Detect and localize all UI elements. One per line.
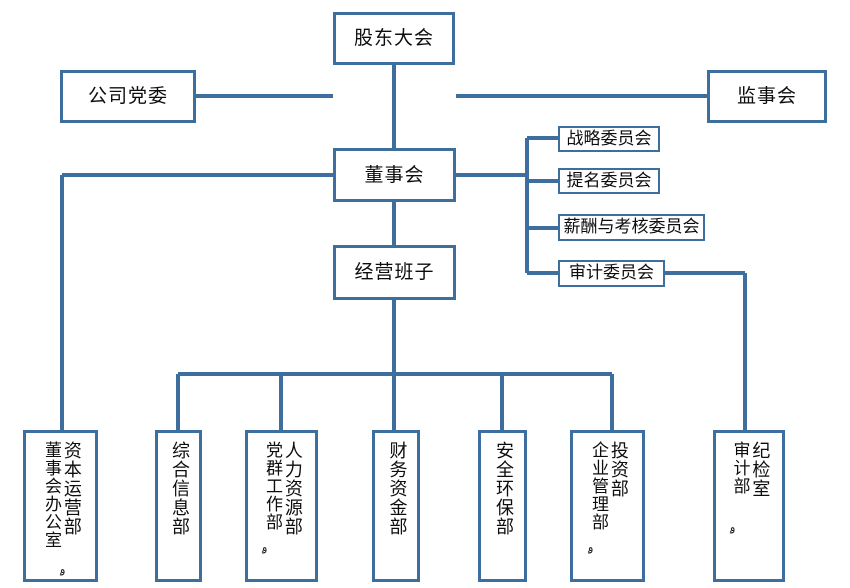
dept-primary-human-resources: 人力资源部 xyxy=(281,441,303,536)
dept-primary-capital-operation: 资本运营部 xyxy=(60,441,82,536)
node-dept-comprehensive-info[interactable]: 综合信息部 xyxy=(155,430,202,582)
dept-primary-discipline-audit: 纪检室 xyxy=(749,441,771,498)
node-dept-investment[interactable]: 投资部 企业管理部 ࢫ xyxy=(570,430,645,582)
dept-text-safety-environment: 安全环保部 xyxy=(492,441,514,579)
node-committee-strategy[interactable]: 战略委员会 xyxy=(558,126,660,152)
node-dept-discipline-audit[interactable]: 纪检室 审计部 ࢫ xyxy=(713,430,785,582)
node-label-party-committee: 公司党委 xyxy=(87,85,168,107)
node-label-committee-nomination: 提名委员会 xyxy=(566,170,652,191)
dept-text-investment: 投资部 企业管理部 xyxy=(587,441,629,579)
dept-primary-comprehensive-info: 综合信息部 xyxy=(168,441,190,536)
dept-secondary-discipline-audit: 审计部 xyxy=(729,441,750,495)
dept-primary-safety-environment: 安全环保部 xyxy=(492,441,514,536)
node-board-of-directors[interactable]: 董事会 xyxy=(333,148,456,202)
dept-primary-investment: 投资部 xyxy=(607,441,629,498)
node-committee-nomination[interactable]: 提名委员会 xyxy=(558,168,660,194)
dept-artifact-investment: ࢫ xyxy=(587,541,594,554)
node-party-committee[interactable]: 公司党委 xyxy=(60,70,196,123)
node-dept-human-resources[interactable]: 人力资源部 党群工作部 ࢫ xyxy=(245,430,318,582)
node-committee-compensation[interactable]: 薪酬与考核委员会 xyxy=(558,214,705,241)
node-label-shareholders-meeting: 股东大会 xyxy=(353,27,434,49)
dept-text-human-resources: 人力资源部 党群工作部 xyxy=(261,441,303,579)
dept-text-finance: 财务资金部 xyxy=(386,441,408,579)
dept-secondary-human-resources: 党群工作部 xyxy=(261,441,282,531)
node-dept-safety-environment[interactable]: 安全环保部 xyxy=(478,430,527,582)
dept-primary-finance: 财务资金部 xyxy=(386,441,408,536)
node-label-committee-compensation: 薪酬与考核委员会 xyxy=(563,217,700,237)
dept-text-comprehensive-info: 综合信息部 xyxy=(168,441,190,579)
node-label-board-of-supervisors: 监事会 xyxy=(736,85,797,107)
node-label-committee-audit: 审计委员会 xyxy=(569,263,654,283)
node-dept-capital-operation[interactable]: 资本运营部 董事会办公室 ࢫ xyxy=(23,430,98,582)
node-committee-audit[interactable]: 审计委员会 xyxy=(558,260,665,287)
node-board-of-supervisors[interactable]: 监事会 xyxy=(707,70,827,123)
dept-artifact-human-resources: ࢫ xyxy=(261,541,268,554)
node-dept-finance[interactable]: 财务资金部 xyxy=(372,430,420,582)
dept-artifact-capital-operation: ࢫ xyxy=(59,563,66,576)
dept-secondary-capital-operation: 董事会办公室 xyxy=(40,441,61,549)
dept-artifact-discipline-audit: ࢫ xyxy=(729,521,736,534)
dept-text-discipline-audit: 纪检室 审计部 xyxy=(729,441,771,579)
node-management-team[interactable]: 经营班子 xyxy=(333,245,456,300)
node-label-management-team: 经营班子 xyxy=(354,261,435,283)
dept-text-capital-operation: 资本运营部 董事会办公室 xyxy=(40,441,82,579)
node-shareholders-meeting[interactable]: 股东大会 xyxy=(333,12,455,65)
node-label-board-of-directors: 董事会 xyxy=(364,163,425,186)
dept-secondary-investment: 企业管理部 xyxy=(587,441,608,531)
node-label-committee-strategy: 战略委员会 xyxy=(566,128,652,149)
